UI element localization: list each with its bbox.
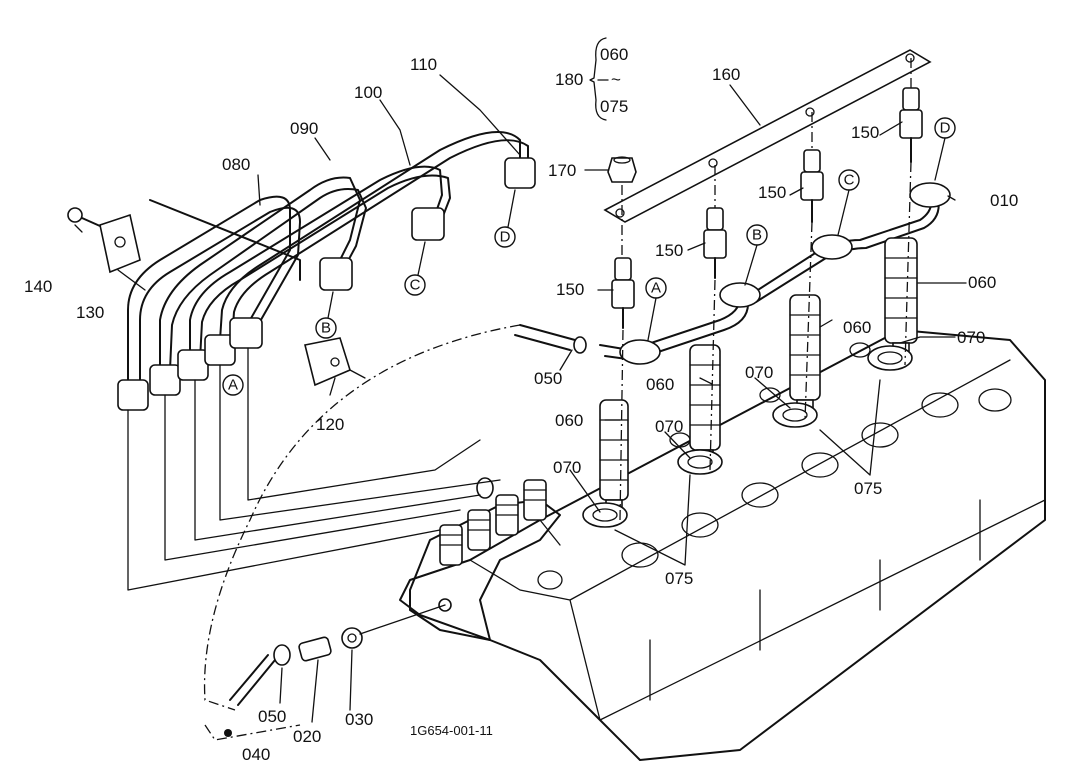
svg-text:A: A: [651, 280, 661, 297]
label-150-a: 150: [851, 123, 879, 142]
callout-D-bottom: D: [494, 189, 516, 248]
glow-plugs-150: [611, 87, 923, 329]
label-080: 080: [222, 155, 250, 174]
callout-A-top: A: [645, 277, 667, 341]
label-040: 040: [242, 745, 270, 764]
label-160: 160: [712, 65, 740, 84]
bracket-130: [99, 213, 141, 274]
nozzle-holder-4: [884, 237, 918, 364]
injection-pump: [409, 477, 561, 641]
callout-B-top: B: [744, 224, 768, 286]
cylinder-head: [399, 329, 1046, 761]
svg-text:D: D: [940, 120, 951, 137]
label-130: 130: [76, 303, 104, 322]
label-050-top: 050: [534, 369, 562, 388]
label-070-c: 070: [655, 417, 683, 436]
label-170: 170: [548, 161, 576, 180]
label-070-a: 070: [957, 328, 985, 347]
label-140: 140: [24, 277, 52, 296]
label-150-d: 150: [556, 280, 584, 299]
label-060-d: 060: [555, 411, 583, 430]
svg-text:B: B: [752, 227, 762, 244]
label-070-d: 070: [553, 458, 581, 477]
svg-text:D: D: [500, 229, 511, 246]
leader-lines: [74, 74, 967, 723]
label-060-a: 060: [968, 273, 996, 292]
callout-C-bottom: C: [404, 241, 426, 296]
callout-C-top: C: [837, 169, 860, 236]
label-075-a: 075: [854, 479, 882, 498]
label-range-sep: ~: [611, 70, 621, 89]
pipe-clamp-120: [304, 337, 366, 387]
range-bracket-180: [589, 37, 607, 121]
callout-B-bottom: B: [315, 291, 337, 339]
drawing-id: 1G654-001-11: [410, 723, 493, 738]
label-020: 020: [293, 727, 321, 746]
injection-pipes: [127, 131, 529, 386]
label-120: 120: [316, 415, 344, 434]
label-030: 030: [345, 710, 373, 729]
gaskets-070: [582, 345, 913, 528]
return-fitting-assembly: [224, 604, 446, 737]
alignment-lines: [203, 58, 912, 741]
leak-off-pipe-010: [599, 182, 951, 365]
svg-text:A: A: [228, 377, 238, 394]
part-labels: 010 020 030 040 050 050 060 060 060 060 …: [24, 45, 1018, 764]
label-110: 110: [410, 55, 437, 74]
svg-text:C: C: [844, 172, 855, 189]
svg-text:C: C: [410, 277, 421, 294]
label-060-c: 060: [646, 375, 674, 394]
callout-D-top: D: [934, 117, 956, 181]
label-090: 090: [290, 119, 318, 138]
label-100: 100: [354, 83, 382, 102]
pipe-nuts: [117, 157, 536, 411]
callout-A-bottom: A: [222, 374, 244, 396]
hose-050-top: [514, 324, 587, 354]
pipe-run-lines: [127, 347, 501, 591]
label-150-c: 150: [655, 241, 683, 260]
label-070-b: 070: [745, 363, 773, 382]
svg-text:B: B: [321, 320, 331, 337]
label-010: 010: [990, 191, 1018, 210]
label-150-b: 150: [758, 183, 786, 202]
nut-170: [607, 156, 637, 183]
label-range-bottom: 075: [600, 97, 628, 116]
nozzle-holder-1: [599, 399, 629, 521]
label-075-b: 075: [665, 569, 693, 588]
label-range-top: 060: [600, 45, 628, 64]
bolt-140: [67, 207, 101, 227]
label-060-b: 060: [843, 318, 871, 337]
nozzle-holder-3: [789, 294, 821, 421]
label-050-bottom: 050: [258, 707, 286, 726]
bus-bar-160: [603, 49, 932, 223]
label-180: 180: [555, 70, 583, 89]
